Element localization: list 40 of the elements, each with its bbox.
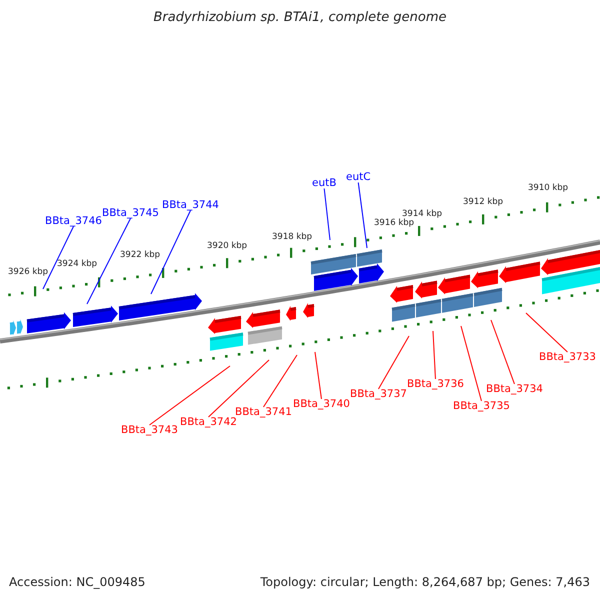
gene-label: BBta_3743 [121,425,178,436]
gene-label: BBta_3734 [486,384,543,394]
tick-label: 3918 kbp [272,233,312,242]
leader-line [526,312,568,352]
gene-label: BBta_3745 [102,208,159,218]
tick-label: 3910 kbp [528,184,568,192]
leader-line [42,226,74,290]
leader-line [460,326,482,402]
leader-line [86,218,131,304]
gene-label: BBta_3737 [350,389,407,400]
leader-line [262,354,298,408]
gene-label: BBta_3742 [180,417,237,428]
leader-line [490,320,515,384]
gene-label: BBta_3746 [45,216,102,226]
leader-line [208,360,270,418]
leader-line [358,182,368,248]
tick-label: 3926 kbp [8,268,48,276]
gene-label: eutB [312,178,336,188]
tick-label: 3916 kbp [374,219,414,228]
gene-label: BBta_3740 [293,399,350,410]
tick-label: 3914 kbp [402,210,442,218]
leader-line [148,366,230,426]
leader-line [432,330,436,380]
leader-line [378,336,410,390]
gene-label: eutC [346,172,371,182]
leader-line [314,352,322,400]
gene-label: BBta_3744 [162,200,219,210]
leader-line [324,188,330,240]
gene-label: BBta_3733 [539,352,596,362]
gene-label: BBta_3741 [235,407,292,418]
tick-label: 3924 kbp [57,260,98,268]
title: Bradyrhizobium sp. BTAi1, complete genome [152,11,448,24]
leader-line [150,210,191,294]
footer-text: Accession: NC_009485 [9,576,146,588]
gene-label: BBta_3736 [407,379,464,390]
tick-label: 3920 kbp [207,242,248,250]
gene-label: BBta_3735 [453,401,510,412]
tick-label: 3922 kbp [120,251,160,260]
tick-label: 3912 kbp [463,198,504,206]
footer-text: Topology: circular; Length: 8,264,687 bp; Genes: 7,463 [260,576,590,588]
